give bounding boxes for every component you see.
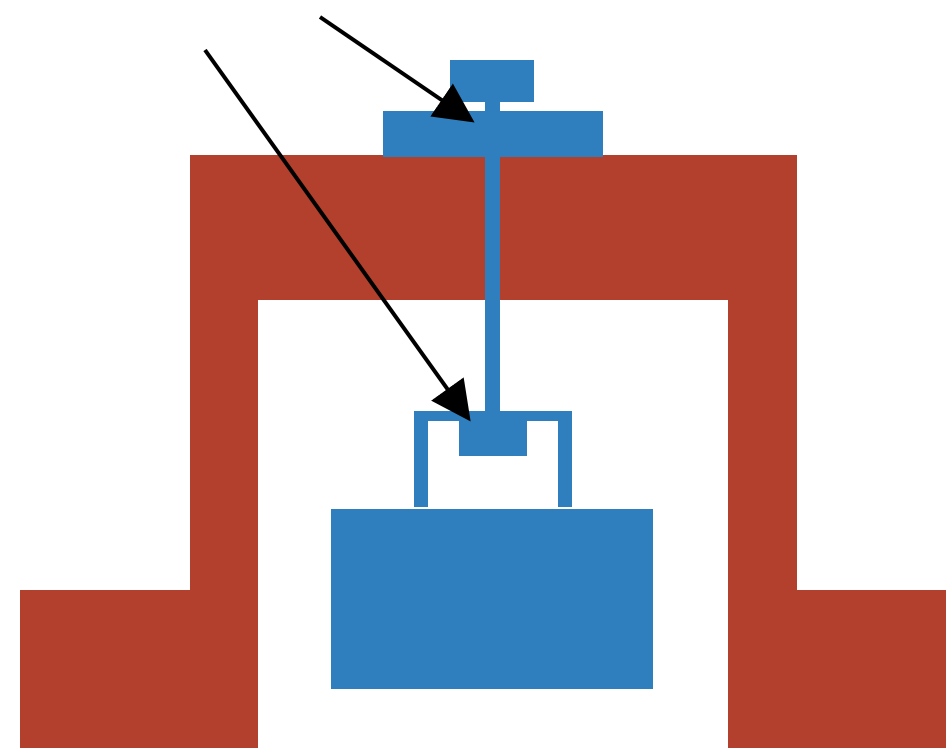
arrow-lower xyxy=(203,48,471,422)
arrow-upper xyxy=(318,15,475,123)
base-block xyxy=(331,509,653,689)
cup-top xyxy=(414,411,572,421)
rod-end-block xyxy=(459,420,527,456)
rod xyxy=(485,95,500,411)
cup-right-wall xyxy=(558,411,572,507)
cup-left-wall xyxy=(414,411,428,507)
red-frame xyxy=(20,155,946,748)
